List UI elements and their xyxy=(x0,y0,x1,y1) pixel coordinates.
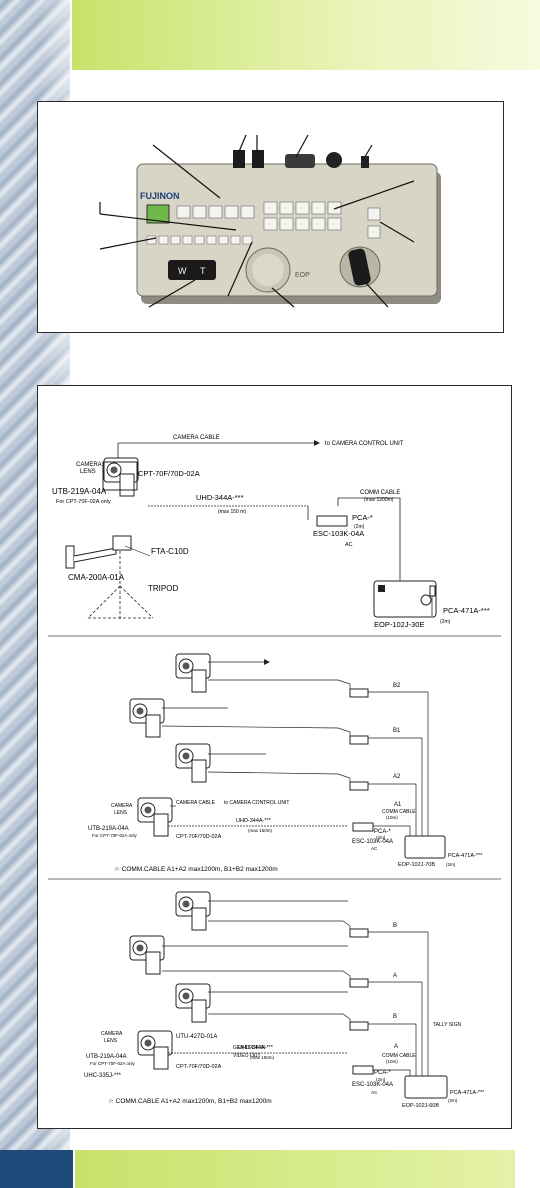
s1-pca-length: (2m) xyxy=(354,524,365,530)
s3-genlock: GEN LOCK IN xyxy=(233,1045,266,1051)
s1-cma-label: CMA-200A-01A xyxy=(68,573,125,582)
s3-eop-label: EOP-102J-60B xyxy=(402,1103,439,1109)
footer-bar xyxy=(75,1150,515,1188)
s1-ac-label: AC xyxy=(345,542,353,548)
s2-pca471-label: PCA-471A-*** xyxy=(448,853,483,859)
s1-pca471-label: PCA-471A-*** xyxy=(443,606,490,615)
s1-cpt-label: CPT-70F/70D-02A xyxy=(138,469,200,478)
system-configuration-figure: CAMERA CABLE to CAMERA CONTROL UNIT CAME… xyxy=(37,385,512,1129)
s2-ac-label: AC xyxy=(371,846,378,851)
zoom-t-label: T xyxy=(200,266,206,276)
zoom-w-label: W xyxy=(178,266,187,276)
control-panel-figure: FUJINON W T EOP xyxy=(37,101,504,333)
s1-lens-label: LENS xyxy=(80,469,96,475)
s1-utb-label: UTB-219A-04A xyxy=(52,487,107,496)
s3-utb-label: UTB-219A-04A xyxy=(86,1054,127,1060)
s1-eop-label: EOP-102J-30E xyxy=(374,620,424,629)
control-panel-illustration: FUJINON W T EOP xyxy=(99,134,441,308)
model-label: EOP xyxy=(295,272,310,279)
s2-pca471-length: (2m) xyxy=(446,862,456,867)
s2-esc-label: ESC-103K-04A xyxy=(352,839,393,845)
s3-camera-label: CAMERA xyxy=(101,1031,123,1037)
s3-b-top: B xyxy=(393,923,397,929)
s2-a2: A2 xyxy=(393,774,401,780)
s2-uhd-label: UHD-344A-*** xyxy=(236,818,272,824)
s1-pca-label: PCA-* xyxy=(352,513,373,522)
s3-pca471-length: (2m) xyxy=(448,1098,458,1103)
s2-uhd-length: (max 150m) xyxy=(248,828,273,833)
s3-tally-sign: TALLY SIGN xyxy=(433,1022,461,1028)
s3-comm-cable: COMM CABLE xyxy=(382,1053,416,1059)
s2-note: ☆ COMM.CABLE A1+A2 max1200m, B1+B2 max12… xyxy=(114,865,278,873)
s2-comm-cable: COMM CABLE xyxy=(382,809,416,815)
callout-lines xyxy=(99,134,415,308)
s2-b2: B2 xyxy=(393,683,401,689)
s3-lens-label: LENS xyxy=(104,1038,118,1044)
s2-cpt-label: CPT-70F/70D-02A xyxy=(176,834,222,840)
lower-button-row xyxy=(146,235,253,245)
s2-utb-note: For CPT-70F-02A only xyxy=(92,833,138,838)
s3-video-out: VIDEO OUT xyxy=(233,1053,261,1059)
footer-blue-block xyxy=(0,1150,73,1188)
header-bar xyxy=(72,0,540,70)
s3-uhc-label: UHC-335J-*** xyxy=(84,1073,122,1079)
s1-camera-cable: CAMERA CABLE xyxy=(173,435,220,441)
s2-b1: B1 xyxy=(393,728,401,734)
s2-utb-label: UTB-219A-04A xyxy=(88,826,129,832)
s1-comm-length: (max 1200m) xyxy=(364,497,394,503)
brand-label: FUJINON xyxy=(140,191,180,201)
s3-ac-label: AC xyxy=(371,1090,378,1095)
s2-camera-cable: CAMERA CABLE xyxy=(176,800,216,806)
s3-a-bottom: A xyxy=(394,1044,398,1050)
s1-uhd-length: (max 150 m) xyxy=(218,509,246,515)
s2-pca-length: (2m) xyxy=(376,835,386,840)
s2-pca-label: PCA-* xyxy=(374,829,391,835)
s1-uhd-label: UHD-344A-*** xyxy=(196,493,244,502)
s3-b-mid: B xyxy=(393,1014,397,1020)
s3-pca-label: PCA-* xyxy=(374,1070,391,1076)
s1-comm-cable: COMM CABLE xyxy=(360,490,400,496)
s1-camera-label: CAMERA xyxy=(76,462,102,468)
s3-esc-label: ESC-103K-04A xyxy=(352,1082,393,1088)
upper-button-row xyxy=(176,201,381,239)
s3-utb-note: For CPT-70F-02A only xyxy=(90,1061,136,1066)
s3-pca-length: (2m) xyxy=(376,1077,386,1082)
s2-eop-label: EOP-102J-70B xyxy=(398,862,435,868)
s3-pca471-label: PCA-471A-*** xyxy=(450,1090,485,1096)
system-1-diagram: CAMERA CABLE to CAMERA CONTROL UNIT CAME… xyxy=(52,435,490,629)
s2-comm-length: (10m) xyxy=(386,815,398,820)
s1-tripod-label: TRIPOD xyxy=(148,584,178,593)
s3-cpt-label: CPT-70F/70D-02A xyxy=(176,1064,222,1070)
s3-note: ☆ COMM.CABLE A1+A2 max1200m, B1+B2 max12… xyxy=(108,1097,272,1105)
s3-a-top: A xyxy=(393,973,397,979)
s2-a1: A1 xyxy=(394,802,402,808)
s3-comm-length: (10m) xyxy=(386,1059,398,1064)
s3-utu-label: UTU-427D-01A xyxy=(176,1034,217,1040)
s1-pca471-length: (2m) xyxy=(440,619,451,625)
system-3-diagram: B A B TALLY SIGN CAMERA LENS UTU-427D-01… xyxy=(84,891,485,1109)
s3-uhd-length: (max 150m) xyxy=(250,1055,275,1060)
s3-uhd-label: UHD-344A-*** xyxy=(238,1045,274,1051)
s2-camera-label: CAMERA xyxy=(111,803,133,809)
s2-lens-label: LENS xyxy=(114,810,128,816)
system-diagrams: CAMERA CABLE to CAMERA CONTROL UNIT CAME… xyxy=(48,435,501,1109)
s2-to-ccu: to CAMERA CONTROL UNIT xyxy=(224,800,289,806)
s1-fta-label: FTA-C10D xyxy=(151,547,189,556)
system-2-diagram: B2 B1 A2 CAMERA LENS CAMERA CABLE to CAM… xyxy=(88,653,483,873)
s1-to-ccu: to CAMERA CONTROL UNIT xyxy=(325,441,404,447)
s1-esc-label: ESC-103K-04A xyxy=(313,529,364,538)
s1-utb-note: For CPT-70F-02A only xyxy=(56,499,111,505)
